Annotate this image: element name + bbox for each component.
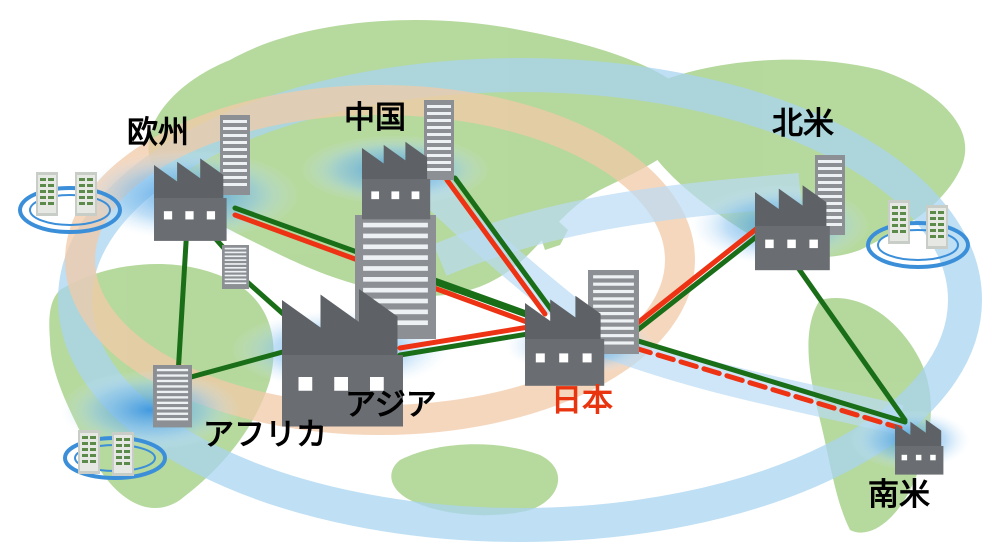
link-red-japan-namerica [632, 223, 763, 328]
region-label-japan: 日本 [551, 383, 613, 419]
office-building-small-europe-asia [222, 245, 249, 289]
link-green-japan-namerica [632, 227, 768, 335]
office-building-europe [220, 115, 250, 195]
link-green-china-japan [452, 175, 556, 315]
link-red-china-japan [444, 177, 548, 317]
region-label-europe: 欧州 [127, 115, 189, 151]
link-green-asia-japan [397, 329, 543, 358]
link-red-dashed-japan-samerica [632, 345, 903, 431]
link-red-asia-japan [397, 323, 538, 351]
region-label-north-america: 北米 [772, 106, 834, 142]
link-green-africa-asia [177, 347, 293, 383]
link-green-japan-samerica [632, 337, 908, 425]
continent-oceania [391, 444, 559, 516]
region-label-asia: アジア [345, 387, 437, 423]
server-cluster-europe [36, 172, 97, 216]
region-label-south-america: 南米 [868, 477, 930, 513]
region-label-china: 中国 [344, 100, 406, 136]
office-building-china [424, 100, 454, 180]
office-building-africa [153, 365, 192, 428]
region-label-africa: アフリカ [203, 417, 327, 453]
